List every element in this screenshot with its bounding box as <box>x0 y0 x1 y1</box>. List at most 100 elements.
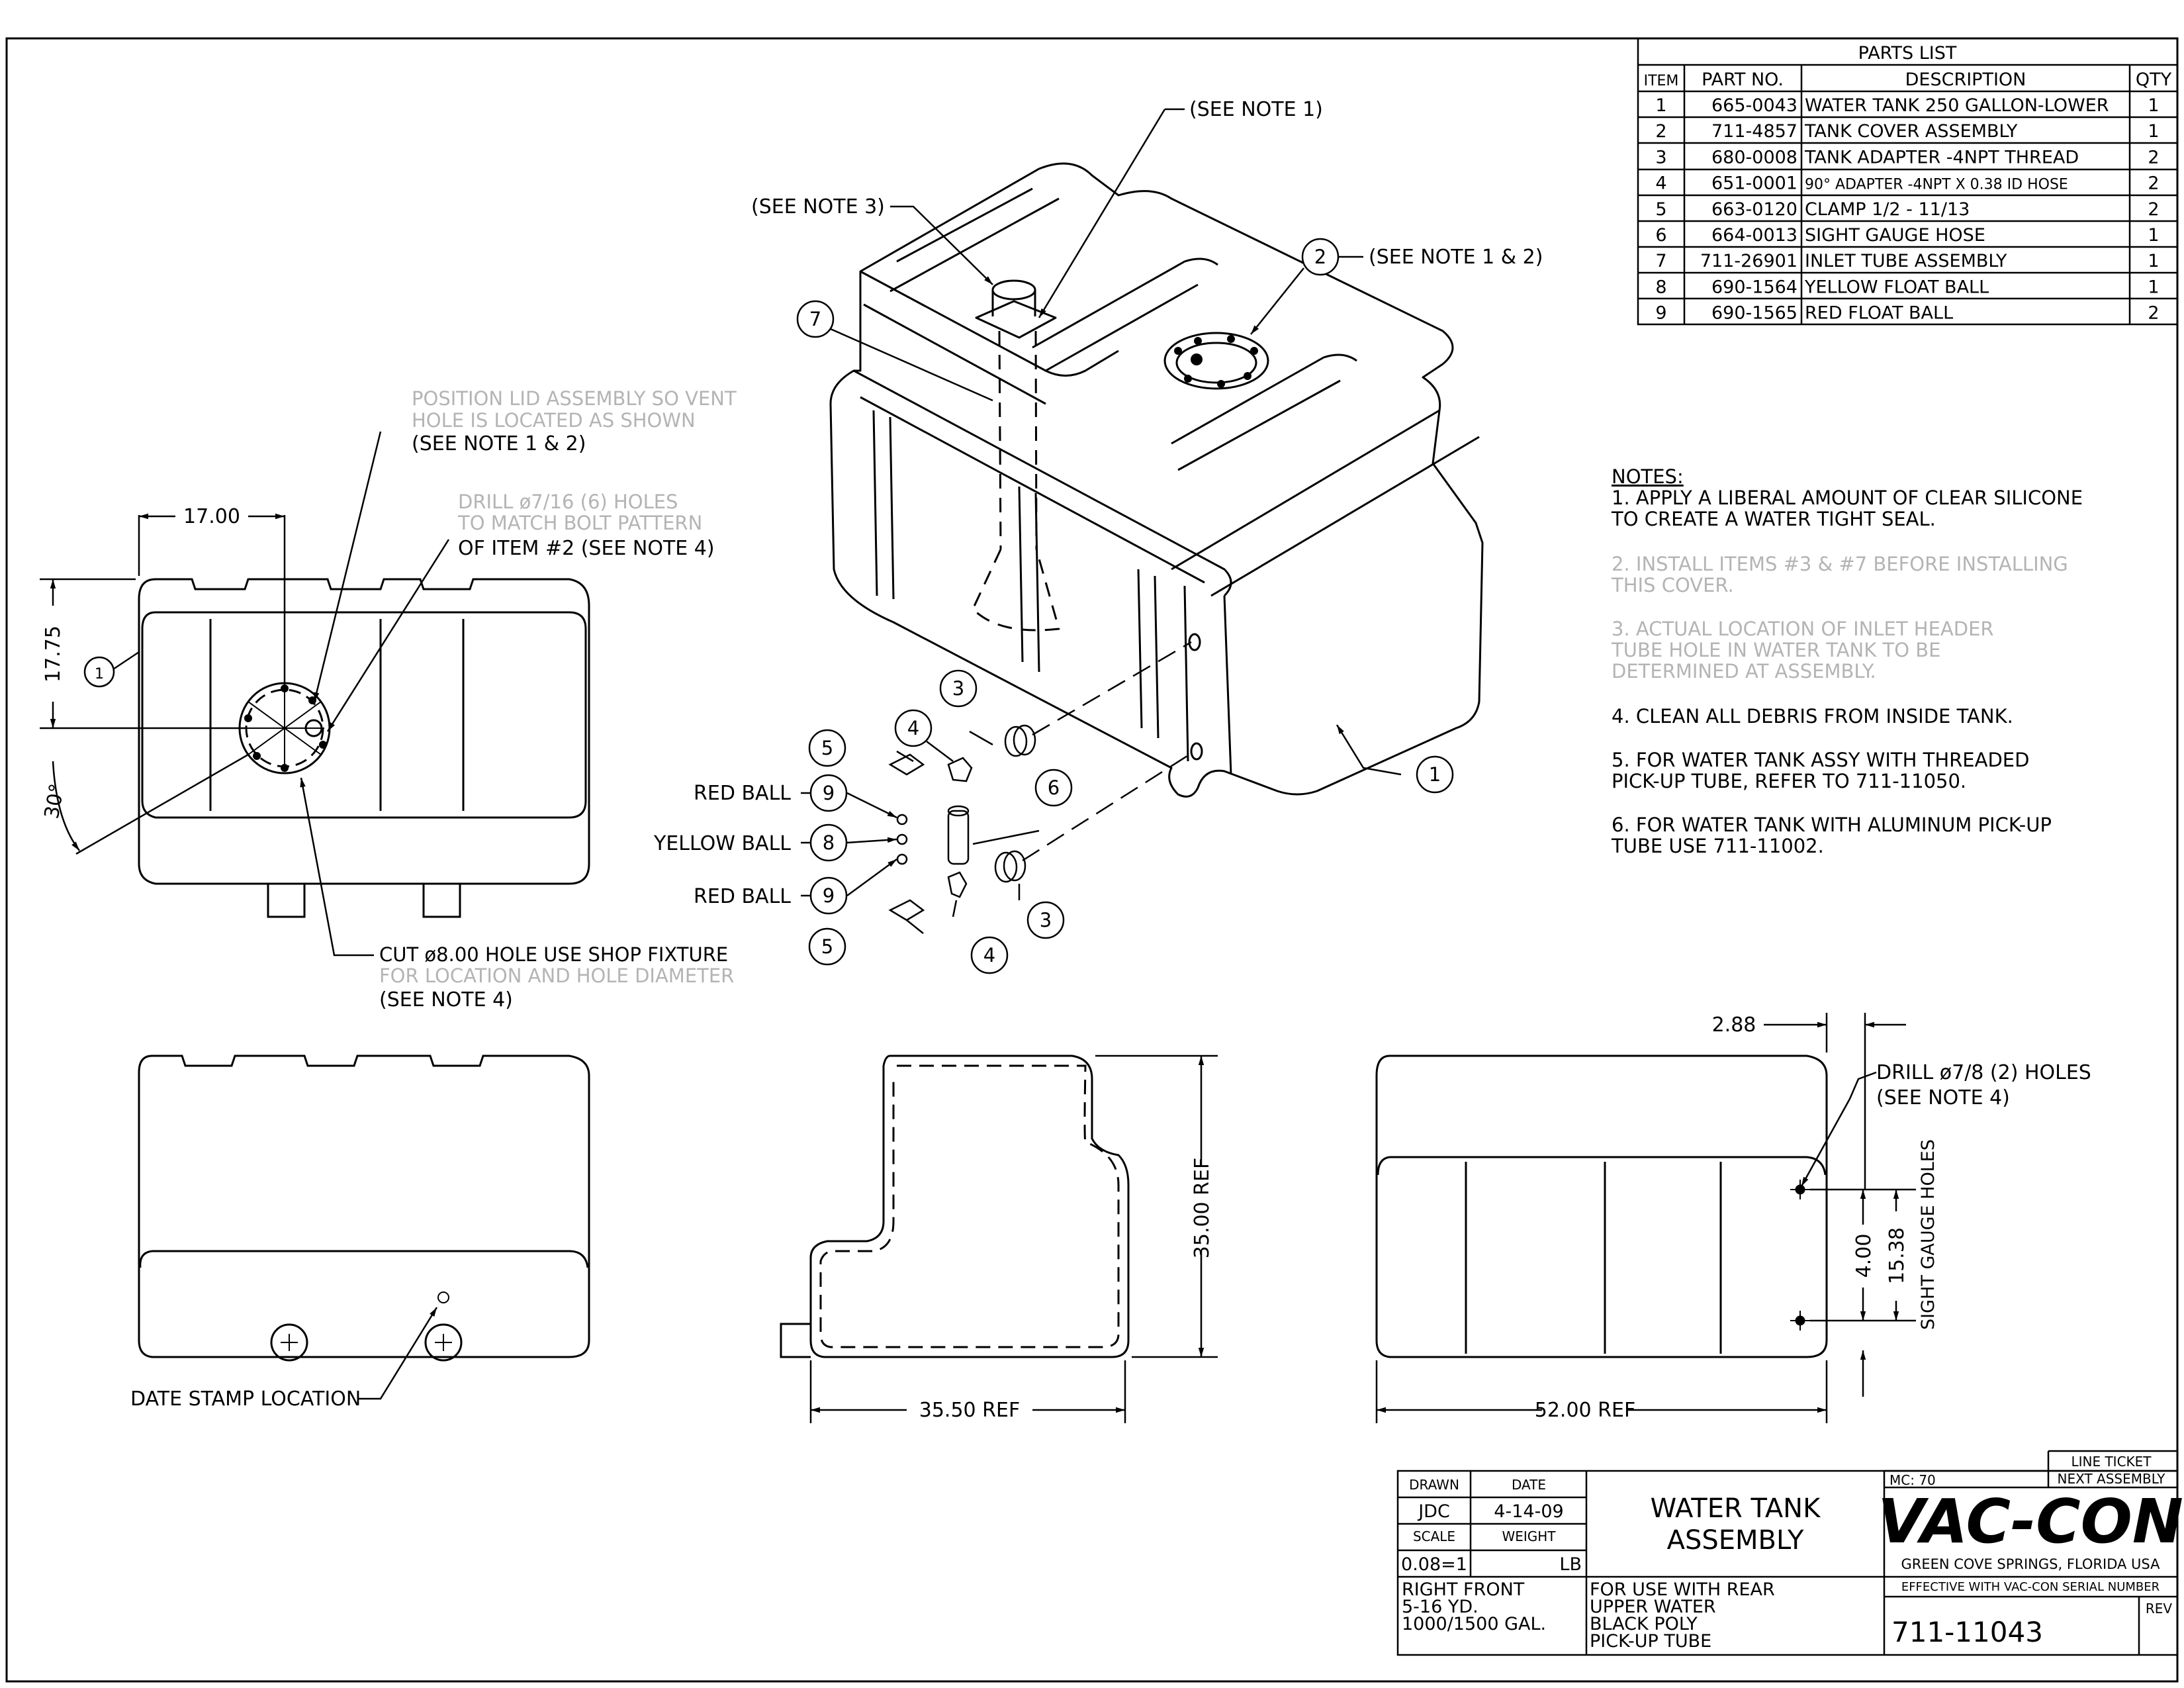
dimension-lines <box>40 108 1916 1423</box>
parts-cell-qty: 1 <box>2148 225 2159 246</box>
note-3-line-2: TUBE HOLE IN WATER TANK TO BE <box>1611 639 1940 661</box>
note-5-line-2: PICK-UP TUBE, REFER TO 711-11050. <box>1612 770 1966 792</box>
parts-cell-qty: 1 <box>2148 277 2159 297</box>
parts-cell-desc: SIGHT GAUGE HOSE <box>1805 225 1985 246</box>
drawn-label: DRAWN <box>1409 1477 1459 1493</box>
cover-bolts <box>1174 335 1258 388</box>
mc-label: MC: 70 <box>1889 1472 1936 1488</box>
title-block <box>1396 1450 2179 1656</box>
balloon-number: 5 <box>821 737 833 759</box>
parts-cell-qty: 1 <box>2148 121 2159 142</box>
parts-cell-part: 711-4857 <box>1711 121 1797 142</box>
item-balloon: 5 <box>808 729 846 767</box>
callouts: (SEE NOTE 1) (SEE NOTE 3) (SEE NOTE 1 & … <box>130 98 2091 1411</box>
parts-cell-desc: INLET TUBE ASSEMBLY <box>1805 251 2007 271</box>
company-logo: VAC-CON <box>1878 1486 2183 1557</box>
company-location: GREEN COVE SPRINGS, FLORIDA USA <box>1901 1556 2160 1572</box>
yellow-ball-label: YELLOW BALL <box>653 832 791 855</box>
balloon-number: 4 <box>983 944 995 966</box>
parts-list-table <box>1637 37 2179 326</box>
item-balloon: 4 <box>894 709 933 747</box>
use-line-2: UPPER WATER <box>1590 1597 1716 1617</box>
effective-label: EFFECTIVE WITH VAC-CON SERIAL NUMBER <box>1901 1580 2160 1594</box>
dim-17-75: 17.75 <box>42 626 65 682</box>
parts-cell-item: 7 <box>1655 251 1666 271</box>
dimension-labels: 17.00 17.75 30° 35.00 REF 35.50 REF 52.0… <box>40 505 1938 1422</box>
sheet-border <box>5 37 2179 1683</box>
balloon-circle <box>809 774 848 812</box>
weight-unit: LB <box>1559 1554 1582 1575</box>
exploded-hardware <box>888 641 1195 921</box>
position-lid-line-2: HOLE IS LOCATED AS SHOWN <box>412 409 696 432</box>
side-view <box>780 1055 1130 1358</box>
drill-716-line-2: TO MATCH BOLT PATTERN <box>457 512 702 534</box>
note-1-line-1: 1. APPLY A LIBERAL AMOUNT OF CLEAR SILIC… <box>1612 487 2083 509</box>
use-line-4: PICK-UP TUBE <box>1590 1631 1711 1652</box>
balloon-circle <box>1034 769 1073 807</box>
red-ball-label-top: RED BALL <box>694 782 791 805</box>
balloon-number: 7 <box>809 308 821 330</box>
date-value: 4-14-09 <box>1494 1501 1563 1522</box>
notes-block: NOTES: 1. APPLY A LIBERAL AMOUNT OF CLEA… <box>1611 465 2083 857</box>
parts-cell-desc: TANK COVER ASSEMBLY <box>1804 121 2018 142</box>
note-2-line-1: 2. INSTALL ITEMS #3 & #7 BEFORE INSTALLI… <box>1612 553 2068 575</box>
dim-30-deg: 30° <box>40 782 69 820</box>
dim-35-50-ref: 35.50 REF <box>919 1399 1020 1422</box>
item-balloon: 6 <box>1034 769 1073 807</box>
item-balloon: 2 <box>1301 238 1340 276</box>
parts-cell-item: 5 <box>1655 199 1666 220</box>
parts-cell-part: 651-0001 <box>1711 173 1797 194</box>
drawn-value: JDC <box>1417 1501 1450 1522</box>
see-note-3-label: (SEE NOTE 3) <box>751 195 885 218</box>
note-6-line-2: TUBE USE 711-11002. <box>1611 835 1824 857</box>
item-balloon: 5 <box>808 927 846 966</box>
dim-15-38: 15.38 <box>1886 1227 1909 1284</box>
balloon-number: 1 <box>95 666 104 682</box>
dim-35-00-ref: 35.00 REF <box>1191 1158 1214 1258</box>
position-lid-line-3: (SEE NOTE 1 & 2) <box>412 432 586 455</box>
balloon-circle <box>808 729 846 767</box>
parts-cell-item: 9 <box>1655 303 1666 324</box>
parts-cell-item: 2 <box>1655 121 1666 142</box>
col-header-part-no: PART NO. <box>1702 70 1784 90</box>
item-balloon: 1 <box>83 656 115 688</box>
parts-cell-qty: 1 <box>2148 251 2159 271</box>
parts-cell-qty: 2 <box>2148 303 2159 324</box>
front-view <box>138 1055 590 1362</box>
balloon-number: 8 <box>823 831 835 854</box>
balloon-circle <box>1026 901 1065 939</box>
item-balloon: 3 <box>1026 901 1065 939</box>
col-header-qty: QTY <box>2136 70 2172 90</box>
scale-value: 0.08=1 <box>1401 1554 1467 1575</box>
drill-78-line-1: DRILL ø7/8 (2) HOLES <box>1876 1061 2091 1084</box>
balloon-number: 5 <box>821 935 833 958</box>
sight-gauge-holes-label: SIGHT GAUGE HOLES <box>1918 1139 1938 1330</box>
parts-cell-qty: 2 <box>2148 173 2159 194</box>
note-1-line-2: TO CREATE A WATER TIGHT SEAL. <box>1611 508 1936 530</box>
item-balloon: 1 <box>1416 755 1454 794</box>
rev-label: REV <box>2146 1601 2173 1617</box>
note-2-line-2: THIS COVER. <box>1611 574 1734 596</box>
parts-cell-qty: 1 <box>2148 95 2159 116</box>
line-ticket-label: LINE TICKET <box>2071 1454 2152 1470</box>
see-note-1-2-label: (SEE NOTE 1 & 2) <box>1369 246 1543 269</box>
isometric-tank-view <box>829 162 1484 798</box>
note-6-line-1: 6. FOR WATER TANK WITH ALUMINUM PICK-UP <box>1612 814 2052 836</box>
balloon-number: 3 <box>1040 909 1052 931</box>
item-balloon: 7 <box>796 300 835 338</box>
balloon-circle <box>796 300 835 338</box>
parts-cell-item: 8 <box>1655 277 1666 297</box>
parts-cell-desc: 90° ADAPTER -4NPT X 0.38 ID HOSE <box>1805 177 2068 193</box>
dim-17-00: 17.00 <box>183 505 240 528</box>
balloon-circle <box>809 876 848 915</box>
parts-cell-part: 663-0120 <box>1711 199 1797 220</box>
parts-list-title: PARTS LIST <box>1858 43 1957 64</box>
balloon-circle <box>83 656 115 688</box>
drawing-title-line-2: ASSEMBLY <box>1667 1525 1804 1556</box>
drill-716-line-1: DRILL ø7/16 (6) HOLES <box>458 491 678 513</box>
item-balloon: 4 <box>970 936 1009 974</box>
item-balloon: 8 <box>809 823 848 862</box>
position-lid-line-1: POSITION LID ASSEMBLY SO VENT <box>412 387 737 410</box>
